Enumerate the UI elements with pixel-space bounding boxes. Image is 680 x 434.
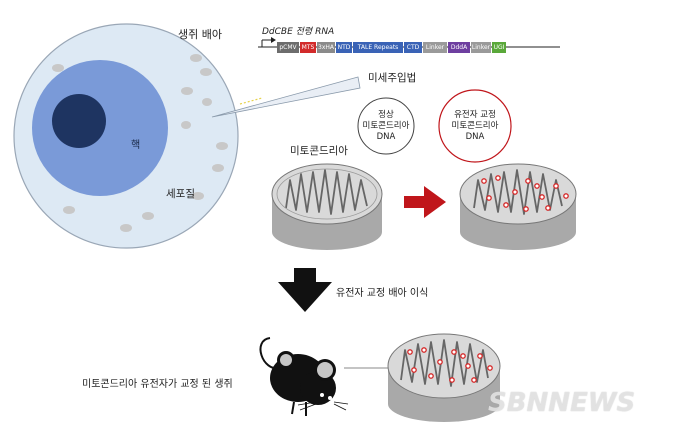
microinjection-label: 미세주입법 bbox=[368, 72, 417, 84]
edited-dna-line1: 유전자 교정 bbox=[454, 109, 496, 120]
embryo-cell bbox=[13, 23, 239, 249]
normal-dna-circle bbox=[357, 97, 415, 155]
red-arrow bbox=[404, 186, 446, 218]
transfer-arrow bbox=[278, 268, 332, 312]
edited-dna-text: 유전자 교정 미토콘드리아 DNA bbox=[439, 90, 511, 162]
normal-dna-line3: DNA bbox=[376, 131, 396, 142]
mouse-mitochondrion bbox=[387, 333, 501, 422]
embryo-title: 생쥐 배아 bbox=[178, 28, 222, 41]
edited-dna-line2: 미토콘드리아 bbox=[451, 120, 499, 131]
construct-segment: NTD bbox=[336, 42, 352, 53]
construct-segment: UGI bbox=[492, 42, 506, 53]
construct-segment: MTS bbox=[300, 42, 316, 53]
construct-segment: Linker bbox=[471, 42, 491, 53]
construct-segment: DddA bbox=[448, 42, 470, 53]
normal-dna-line2: 미토콘드리아 bbox=[362, 120, 410, 131]
nucleolus bbox=[52, 94, 106, 148]
construct-title: DdCBE 전령 RNA bbox=[262, 27, 335, 37]
construct-segment: CTD bbox=[404, 42, 422, 53]
transfer-label: 유전자 교정 배아 이식 bbox=[336, 288, 429, 299]
cytoplasm-label: 세포질 bbox=[166, 188, 195, 200]
nucleus-label: 핵 bbox=[131, 140, 141, 151]
injection-needle bbox=[211, 76, 361, 118]
normal-dna-text: 정상 미토콘드리아 DNA bbox=[358, 98, 414, 154]
construct-segment: TALE Repeats bbox=[353, 42, 403, 53]
mouse bbox=[259, 337, 349, 416]
watermark: SBNNEWS bbox=[488, 388, 636, 418]
normal-dna-line1: 정상 bbox=[378, 109, 394, 120]
construct-segment: pCMV bbox=[277, 42, 299, 53]
normal-mitochondrion bbox=[271, 163, 383, 250]
edited-mitochondrion bbox=[459, 163, 577, 250]
construct-segment: 3xHA bbox=[317, 42, 335, 53]
edited-dna-circle bbox=[438, 89, 512, 163]
mitochondria-label: 미토콘드리아 bbox=[290, 145, 348, 157]
mouse-label: 미토콘드리아 유전자가 교정 된 생쥐 bbox=[82, 379, 233, 390]
edited-dna-line3: DNA bbox=[465, 131, 485, 142]
construct-segment: Linker bbox=[423, 42, 447, 53]
cytoplasm-granules bbox=[52, 54, 228, 232]
